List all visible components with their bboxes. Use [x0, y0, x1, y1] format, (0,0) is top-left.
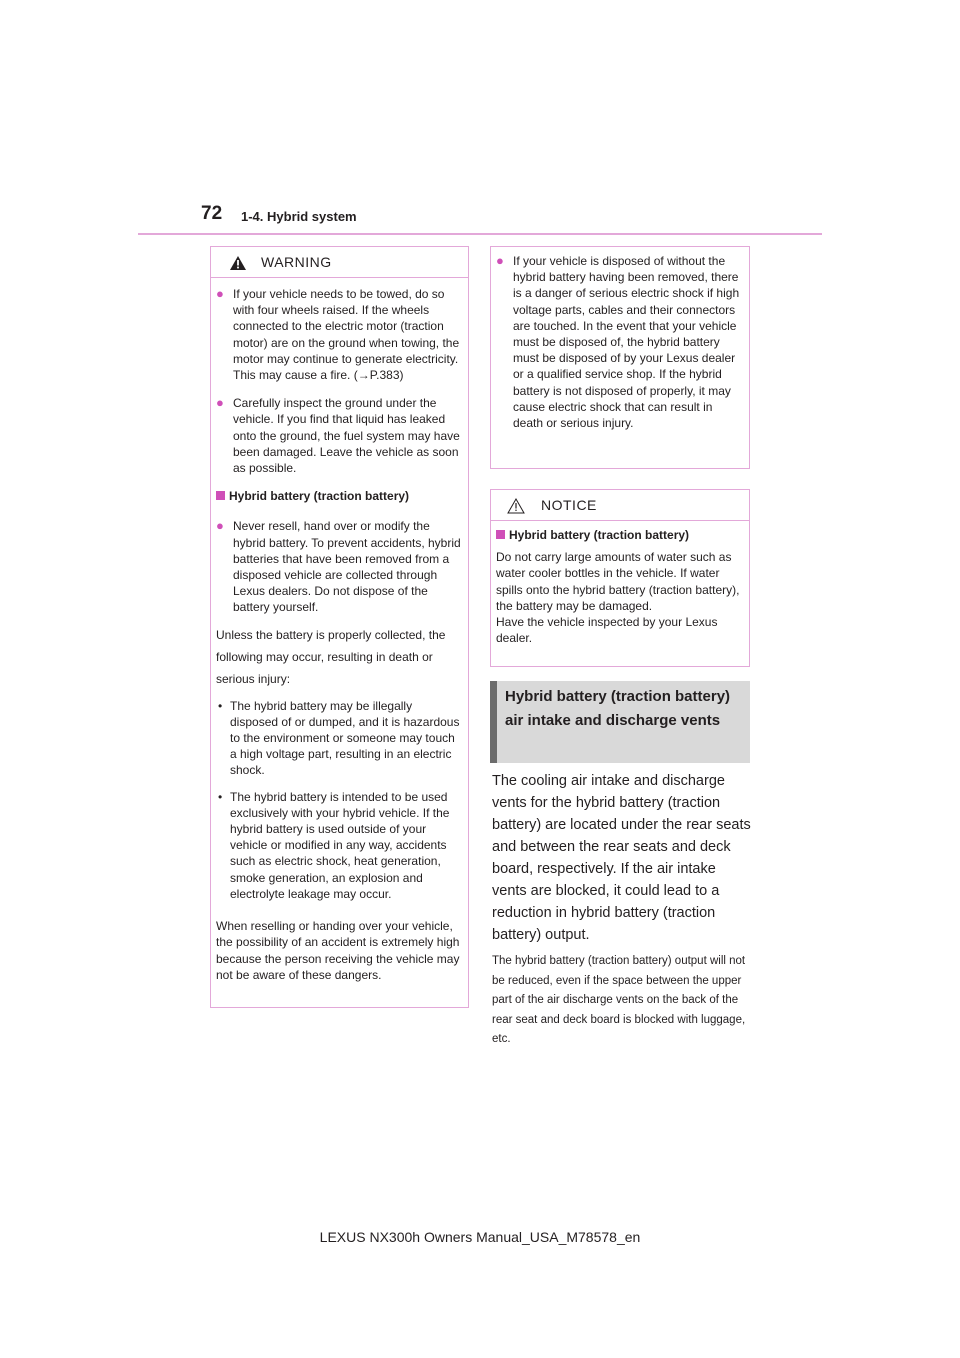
- warning-item: ● Never resell, hand over or modify the …: [216, 518, 463, 615]
- dot-bullet: •: [218, 789, 223, 804]
- warning-item-text: If your vehicle is disposed of without t…: [513, 254, 740, 431]
- dot-bullet: •: [218, 698, 223, 713]
- square-bullet: [496, 530, 505, 539]
- notice-title: NOTICE: [541, 497, 597, 513]
- warning-paragraph: Unless the battery is properly collected…: [216, 627, 446, 686]
- warning-item: ● Carefully inspect the ground under the…: [216, 395, 463, 476]
- warning-item-text: If your vehicle needs to be towed, do so…: [233, 287, 460, 383]
- warning-subheading: Hybrid battery (traction battery): [216, 488, 463, 504]
- square-bullet: [216, 491, 225, 501]
- notice-text: Do not carry large amounts of water such…: [496, 550, 740, 613]
- warning-item-text: Never resell, hand over or modify the hy…: [233, 519, 461, 615]
- notice-header: NOTICE: [491, 490, 749, 521]
- circle-bullet: ●: [216, 395, 224, 411]
- warning-dot-item: • The hybrid battery may be illegally di…: [216, 698, 463, 779]
- warning-item: ● If your vehicle is disposed of without…: [496, 253, 744, 431]
- warning-closing: When reselling or handing over your vehi…: [216, 919, 460, 982]
- header-rule: [138, 233, 822, 235]
- notice-subheading-text: Hybrid battery (traction battery): [509, 528, 690, 542]
- body-paragraph: The cooling air intake and discharge ven…: [492, 773, 751, 943]
- notice-subheading: Hybrid battery (traction battery): [496, 527, 744, 543]
- page-number: 72: [201, 203, 223, 224]
- warning-box: WARNING ● If your vehicle needs to be to…: [210, 246, 469, 1008]
- warning-subheading-text: Hybrid battery (traction battery): [229, 489, 410, 504]
- circle-bullet: ●: [216, 518, 224, 534]
- warning-header: WARNING: [211, 247, 468, 278]
- circle-bullet: ●: [496, 253, 504, 268]
- dot-item-text: The hybrid battery is intended to be use…: [230, 789, 450, 901]
- notice-box: NOTICE Hybrid battery (traction battery)…: [490, 489, 750, 667]
- caution-triangle-icon: [507, 498, 525, 514]
- dot-item-text: The hybrid battery may be illegally disp…: [230, 698, 460, 778]
- footer: LEXUS NX300h Owners Manual_USA_M78578_en: [319, 1229, 641, 1245]
- small-note: The hybrid battery (traction battery) ou…: [492, 955, 746, 1045]
- warning-item: ● If your vehicle needs to be towed, do …: [216, 286, 463, 383]
- warning-title: WARNING: [261, 254, 332, 270]
- warning-dot-item: • The hybrid battery is intended to be u…: [216, 789, 463, 902]
- section-title: 1-4. Hybrid system: [241, 209, 357, 224]
- section-heading: Hybrid battery (traction battery) air in…: [505, 688, 731, 729]
- warning-triangle-icon: [230, 256, 246, 270]
- warning-continuation-box: ● If your vehicle is disposed of without…: [490, 246, 750, 469]
- circle-bullet: ●: [216, 286, 224, 301]
- section-heading-box: Hybrid battery (traction battery) air in…: [490, 681, 750, 763]
- notice-text: Have the vehicle inspected by your Lexus…: [496, 615, 718, 646]
- warning-item-text: Carefully inspect the ground under the v…: [233, 396, 460, 476]
